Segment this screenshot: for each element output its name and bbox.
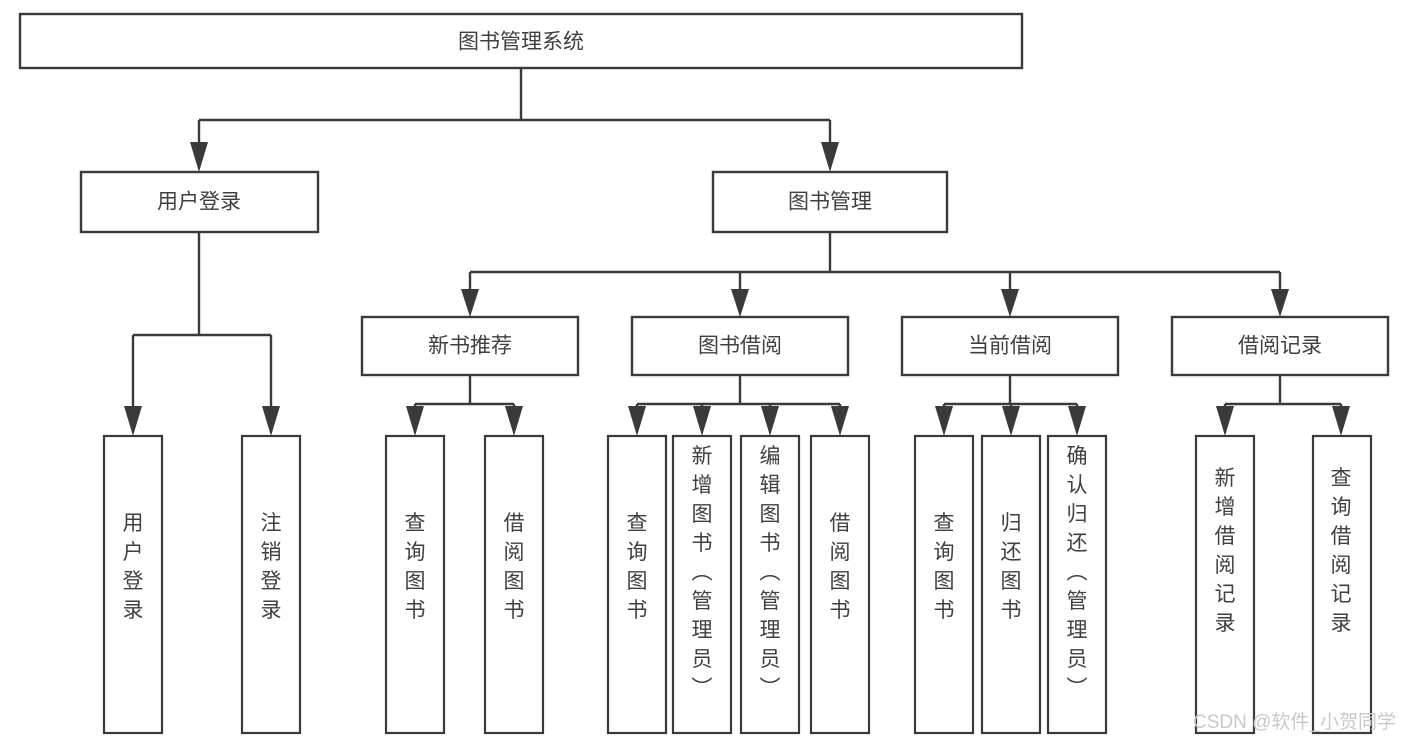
node-borrow-record-box[interactable]: [1170, 315, 1390, 377]
node-root-label: 图书管理系统: [458, 31, 584, 54]
leaf-book-borrow-3[interactable]: 编辑图书︵管理员︶: [739, 434, 801, 735]
arrow-current-borrow-leaf-2: [1002, 406, 1020, 436]
node-user-login-label: 用户登录: [157, 191, 241, 214]
arrow-root-to-book-manage: [821, 142, 839, 172]
node-book-manage-label: 图书管理: [788, 191, 872, 214]
leaf-user-login-1-box[interactable]: [102, 434, 164, 735]
leaf-user-login-2-label: 注销登录: [261, 512, 282, 622]
arrow-user-login-leaf-2: [262, 406, 280, 436]
leaf-current-borrow-2-box[interactable]: [980, 434, 1042, 735]
leaf-borrow-record-1-label: 新增借阅记录: [1215, 467, 1236, 635]
leaf-current-borrow-1-label: 查询图书: [934, 512, 955, 622]
leaf-book-borrow-1-label: 查询图书: [627, 512, 648, 622]
arrow-to-book-borrow: [731, 289, 749, 317]
leaf-current-borrow-1[interactable]: 查询图书: [913, 434, 975, 735]
node-book-borrow[interactable]: 图书借阅: [630, 315, 850, 377]
arrow-to-current-borrow: [1001, 289, 1019, 317]
node-current-borrow[interactable]: 当前借阅: [900, 315, 1120, 377]
leaf-new-book-2-box[interactable]: [483, 434, 545, 735]
leaf-book-borrow-3-label: 编辑图书︵管理员︶: [760, 445, 781, 700]
arrow-root-to-user-login: [190, 142, 208, 172]
leaf-borrow-record-2-box[interactable]: [1311, 434, 1373, 735]
node-book-manage-box[interactable]: [711, 170, 949, 234]
leaf-current-borrow-3[interactable]: 确认归还︵管理员︶: [1046, 434, 1108, 735]
arrow-new-book-leaf-2: [505, 406, 523, 436]
arrow-user-login-leaf-1: [124, 406, 142, 436]
leaf-book-borrow-2-box[interactable]: [671, 434, 733, 735]
leaf-user-login-2[interactable]: 注销登录: [240, 434, 302, 735]
connector-layer: [124, 68, 1350, 436]
leaf-borrow-record-2-label: 查询借阅记录: [1331, 467, 1352, 635]
leaf-book-borrow-2[interactable]: 新增图书︵管理员︶: [671, 434, 733, 735]
leaf-borrow-record-1[interactable]: 新增借阅记录: [1194, 434, 1256, 735]
arrow-new-book-leaf-1: [406, 406, 424, 436]
leaf-current-borrow-3-label: 确认归还︵管理员︶: [1067, 445, 1088, 700]
leaf-book-borrow-1[interactable]: 查询图书: [606, 434, 668, 735]
arrow-current-borrow-leaf-3: [1068, 406, 1086, 436]
node-current-borrow-box[interactable]: [900, 315, 1120, 377]
leaf-current-borrow-2[interactable]: 归还图书: [980, 434, 1042, 735]
node-book-borrow-box[interactable]: [630, 315, 850, 377]
leaf-borrow-record-2[interactable]: 查询借阅记录: [1311, 434, 1373, 735]
arrow-borrow-record-leaf-1: [1216, 406, 1234, 436]
arrow-borrow-record-leaf-2: [1332, 406, 1350, 436]
node-user-login-box[interactable]: [79, 170, 320, 234]
arrow-book-borrow-leaf-4: [831, 406, 849, 436]
node-root-box[interactable]: [18, 12, 1024, 70]
node-user-login[interactable]: 用户登录: [79, 170, 320, 234]
node-book-borrow-label: 图书借阅: [698, 335, 782, 358]
node-root-system[interactable]: 图书管理系统: [18, 12, 1024, 70]
node-borrow-record-label: 借阅记录: [1238, 335, 1322, 358]
leaf-borrow-record-1-box[interactable]: [1194, 434, 1256, 735]
leaf-user-login-1-label: 用户登录: [123, 512, 144, 622]
arrow-book-borrow-leaf-3: [761, 406, 779, 436]
leaf-user-login-1[interactable]: 用户登录: [102, 434, 164, 735]
node-book-manage[interactable]: 图书管理: [711, 170, 949, 234]
leaf-book-borrow-4[interactable]: 借阅图书: [809, 434, 871, 735]
leaf-new-book-2-label: 借阅图书: [504, 512, 525, 622]
leaf-book-borrow-3-box[interactable]: [739, 434, 801, 735]
node-new-book-recommend[interactable]: 新书推荐: [360, 315, 580, 377]
leaf-user-login-2-box[interactable]: [240, 434, 302, 735]
leaf-new-book-2[interactable]: 借阅图书: [483, 434, 545, 735]
node-current-borrow-label: 当前借阅: [968, 335, 1052, 358]
leaf-current-borrow-2-label: 归还图书: [1001, 512, 1022, 622]
leaf-book-borrow-1-box[interactable]: [606, 434, 668, 735]
leaf-book-borrow-4-box[interactable]: [809, 434, 871, 735]
node-new-book-recommend-label: 新书推荐: [428, 335, 512, 358]
csdn-watermark: CSDN @软件_小贺同学: [1193, 711, 1396, 733]
leaf-new-book-1-label: 查询图书: [405, 512, 426, 622]
node-borrow-record[interactable]: 借阅记录: [1170, 315, 1390, 377]
arrow-to-borrow-record: [1271, 289, 1289, 317]
leaf-current-borrow-3-box[interactable]: [1046, 434, 1108, 735]
leaf-book-borrow-4-label: 借阅图书: [830, 512, 851, 622]
leaf-new-book-1-box[interactable]: [384, 434, 446, 735]
leaf-book-borrow-2-label: 新增图书︵管理员︶: [692, 445, 713, 700]
arrow-to-new-book-recommend: [461, 289, 479, 317]
node-new-book-recommend-box[interactable]: [360, 315, 580, 377]
leaf-current-borrow-1-box[interactable]: [913, 434, 975, 735]
arrow-book-borrow-leaf-2: [693, 406, 711, 436]
arrow-book-borrow-leaf-1: [628, 406, 646, 436]
leaf-new-book-1[interactable]: 查询图书: [384, 434, 446, 735]
arrow-current-borrow-leaf-1: [935, 406, 953, 436]
